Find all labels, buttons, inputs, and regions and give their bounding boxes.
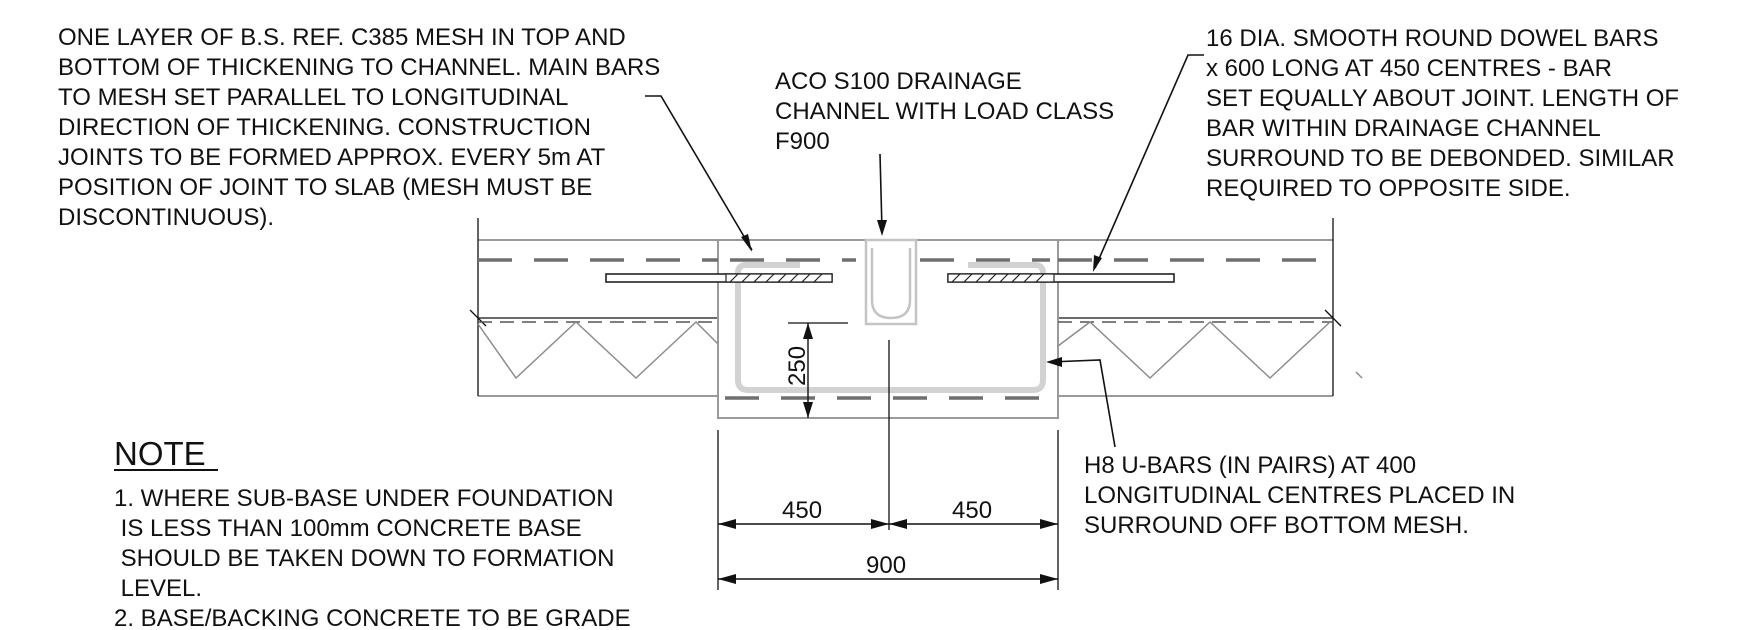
break-zigzag-right [1324, 309, 1342, 327]
note-item: LEVEL. [114, 575, 202, 602]
dimensions: 250 450 450 900 [717, 322, 1059, 590]
note-title: NOTE [114, 435, 206, 472]
drainage-channel [864, 238, 918, 326]
dowel-note-line: REQUIRED TO OPPOSITE SIDE. [1206, 175, 1571, 202]
dowel-note-line: 16 DIA. SMOOTH ROUND DOWEL BARS [1206, 25, 1659, 52]
mesh-leader-arrow [741, 234, 752, 252]
dowel-leader-arrow [1093, 255, 1102, 272]
debond-hatch-right [947, 273, 1055, 283]
u-bar [735, 262, 1046, 393]
channel-leader [879, 153, 883, 231]
dowel-note-line: SET EQUALLY ABOUT JOINT. LENGTH OF [1206, 85, 1679, 112]
mesh-note-line: POSITION OF JOINT TO SLAB (MESH MUST BE [58, 174, 592, 201]
note-item: IS LESS THAN 100mm CONCRETE BASE [114, 515, 582, 542]
note-item: 1. WHERE SUB-BASE UNDER FOUNDATION [114, 485, 614, 512]
debond-hatch-left [725, 273, 833, 283]
mesh-note-line: TO MESH SET PARALLEL TO LONGITUDINAL [58, 84, 568, 111]
subbase-hatch-right [1057, 320, 1331, 380]
mesh-note: ONE LAYER OF B.S. REF. C385 MESH IN TOP … [58, 24, 660, 231]
right-half-dim-label: 450 [952, 497, 992, 524]
depth-dim-label: 250 [784, 346, 811, 386]
mesh-note-line: JOINTS TO BE FORMED APPROX. EVERY 5m AT [58, 144, 606, 171]
mesh-note-line: ONE LAYER OF B.S. REF. C385 MESH IN TOP … [58, 24, 626, 51]
channel-note-line: F900 [775, 128, 830, 155]
general-note: NOTE 1. WHERE SUB-BASE UNDER FOUNDATION … [114, 435, 631, 630]
subbase-hatch-left [477, 320, 719, 380]
stray-tick [1355, 371, 1363, 379]
ubar-note-line: H8 U-BARS (IN PAIRS) AT 400 [1084, 452, 1416, 479]
left-half-dim-label: 450 [782, 497, 822, 524]
channel-note-line: CHANNEL WITH LOAD CLASS [775, 98, 1114, 125]
ubar-leader-arrow [1046, 357, 1062, 367]
dowel-note-line: BAR WITHIN DRAINAGE CHANNEL [1206, 115, 1601, 142]
ubar-note-line: SURROUND OFF BOTTOM MESH. [1084, 512, 1469, 539]
mesh-leader [645, 95, 753, 251]
slab-section [469, 218, 1363, 530]
mesh-note-line: BOTTOM OF THICKENING TO CHANNEL. MAIN BA… [58, 54, 660, 81]
channel-note: ACO S100 DRAINAGE CHANNEL WITH LOAD CLAS… [775, 68, 1114, 155]
mesh-note-line: DISCONTINUOUS). [58, 204, 274, 231]
note-item: SHOULD BE TAKEN DOWN TO FORMATION [114, 545, 615, 572]
dowel-note-line: SURROUND TO BE DEBONDED. SIMILAR [1206, 145, 1675, 172]
leaders [645, 54, 1204, 448]
ubar-note: H8 U-BARS (IN PAIRS) AT 400 LONGITUDINAL… [1084, 452, 1515, 539]
overall-dim-label: 900 [866, 552, 906, 579]
note-item: 2. BASE/BACKING CONCRETE TO BE GRADE [114, 605, 631, 630]
channel-leader-arrow [877, 220, 887, 236]
ubar-note-line: LONGITUDINAL CENTRES PLACED IN [1084, 482, 1515, 509]
channel-note-line: ACO S100 DRAINAGE [775, 68, 1022, 95]
dowel-note: 16 DIA. SMOOTH ROUND DOWEL BARS x 600 LO… [1206, 25, 1679, 202]
dowel-leader [1094, 54, 1204, 269]
dowel-note-line: x 600 LONG AT 450 CENTRES - BAR [1206, 55, 1612, 82]
ubar-leader [1049, 359, 1116, 448]
break-zigzag-left [469, 309, 487, 327]
mesh-note-line: DIRECTION OF THICKENING. CONSTRUCTION [58, 114, 591, 141]
